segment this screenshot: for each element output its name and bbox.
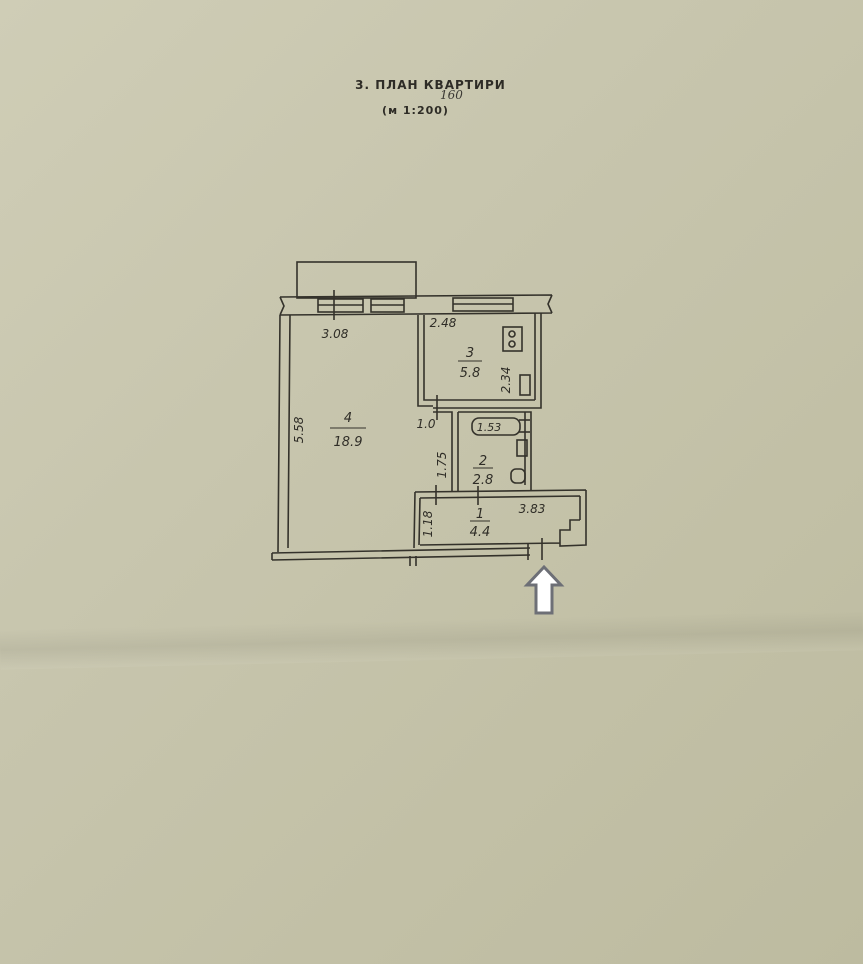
dim-hall-width: 1.18: [421, 510, 435, 537]
document-title: 3. ПЛАН КВАРТИРИ: [355, 78, 506, 92]
entrance-arrow-icon: [523, 564, 565, 615]
dim-room4-width: 3.08: [322, 327, 349, 341]
room-1-area: 4.4: [470, 525, 491, 540]
kitchen-walls: [417, 313, 542, 409]
scale-label: (м 1:200): [382, 104, 449, 117]
stove-icon: [502, 326, 523, 352]
balcony: [296, 261, 417, 299]
room-3-number: 3: [466, 346, 474, 361]
exterior-wall-top: [279, 294, 553, 316]
dim-bathtub: 1.53: [477, 421, 502, 434]
bathtub-icon: [471, 417, 521, 436]
toilet-icon: [510, 468, 526, 484]
dim-room4-length: 5.58: [292, 416, 306, 443]
room-3-area: 5.8: [460, 366, 481, 381]
room-2-number: 2: [479, 454, 487, 469]
washbasin-icon: [516, 439, 528, 457]
room-2-area: 2.8: [473, 473, 494, 488]
dim-passage-length: 1.75: [435, 452, 449, 479]
exterior-wall-bottom: [271, 547, 531, 566]
windows: [317, 290, 514, 320]
room-1-number: 1: [476, 507, 484, 522]
handwritten-note: 160: [440, 88, 463, 102]
passage-walls: [433, 411, 532, 492]
room-4-number: 4: [344, 411, 352, 426]
dim-kitchen-length: 2.34: [499, 367, 513, 394]
dim-hall-length: 3.83: [519, 502, 546, 516]
hall-walls: [413, 489, 587, 549]
sink-icon: [519, 374, 531, 396]
room-4-area: 18.9: [334, 435, 363, 450]
exterior-wall-left: [277, 314, 291, 553]
dim-kitchen-width: 2.48: [430, 316, 457, 330]
dim-passage-width: 1.0: [416, 417, 435, 431]
